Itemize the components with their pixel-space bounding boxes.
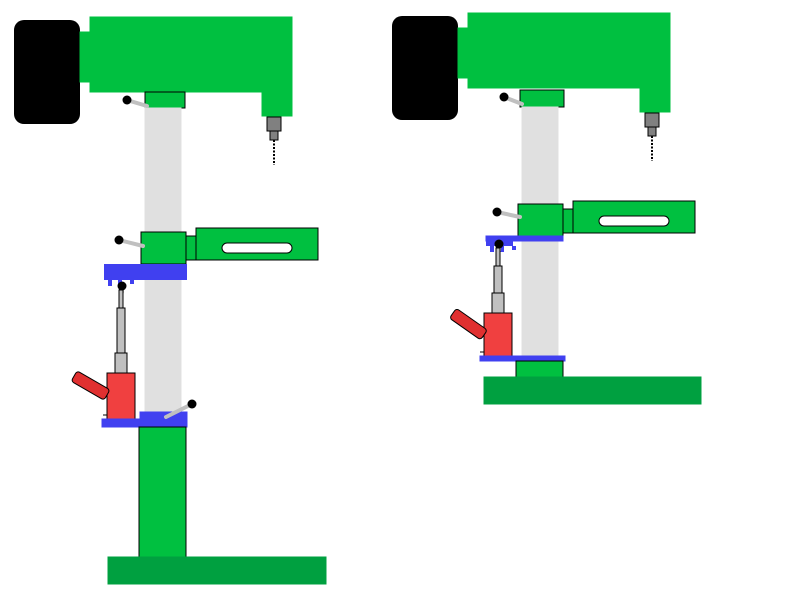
hydraulic-jack-icon xyxy=(483,312,513,357)
lever-knob-icon xyxy=(117,281,127,291)
jack-piston-base xyxy=(114,352,128,374)
pedestal xyxy=(515,360,564,378)
pedestal xyxy=(138,426,187,559)
lower-collar xyxy=(139,411,188,421)
arm-neck xyxy=(562,208,574,234)
table-arm-icon xyxy=(562,200,696,234)
lever-knob-icon xyxy=(187,399,197,409)
arm-slot xyxy=(598,215,670,227)
lever-knob-icon xyxy=(492,207,502,217)
arm-neck xyxy=(185,235,197,261)
column-top-collar xyxy=(519,89,565,108)
arm-slot xyxy=(221,242,293,254)
drill-chuck-icon xyxy=(644,112,660,128)
table-bracket xyxy=(104,264,187,286)
jack-handle-bar xyxy=(450,308,487,340)
lower-bracket xyxy=(479,355,566,362)
jack-handle-bar xyxy=(71,371,110,400)
head-lever xyxy=(499,92,524,106)
drill-head-right xyxy=(392,12,671,161)
head-lever xyxy=(122,95,149,108)
drill-press-raised xyxy=(392,12,702,405)
base-icon xyxy=(483,376,702,405)
drill-chuck-nose xyxy=(269,130,279,141)
head-housing xyxy=(79,16,293,117)
drill-head-left xyxy=(14,16,293,165)
hydraulic-jack-icon xyxy=(106,372,136,420)
table-lever xyxy=(492,207,522,219)
jack-handle xyxy=(71,371,110,400)
lever-knob-icon xyxy=(114,235,124,245)
lever-knob-icon xyxy=(499,92,509,102)
jack-right xyxy=(450,247,513,357)
lower-lever xyxy=(164,399,197,419)
jack-piston-mid xyxy=(493,265,503,294)
jack-left xyxy=(71,289,136,420)
table-collar-icon xyxy=(140,231,187,265)
drill-chuck-icon xyxy=(266,116,282,132)
jack-handle xyxy=(450,308,487,340)
motor-icon xyxy=(392,16,458,120)
jack-piston-top xyxy=(495,247,501,267)
jack-piston-base xyxy=(491,292,505,314)
table-collar-icon xyxy=(517,203,564,237)
lever-rod xyxy=(164,402,194,419)
lever-knob-icon xyxy=(122,95,132,105)
jack-piston-top xyxy=(118,289,124,309)
drill-press-lowered xyxy=(14,16,327,585)
table-arm-icon xyxy=(185,227,319,261)
column-top-collar xyxy=(144,91,186,109)
drill-chuck-nose xyxy=(647,126,657,137)
head-housing xyxy=(457,12,671,113)
base-icon xyxy=(107,556,327,585)
bracket-icon xyxy=(104,264,187,286)
table-lever xyxy=(114,235,145,248)
jack-piston-mid xyxy=(116,307,126,354)
lever-knob-icon xyxy=(494,239,504,249)
motor-icon xyxy=(14,20,80,124)
